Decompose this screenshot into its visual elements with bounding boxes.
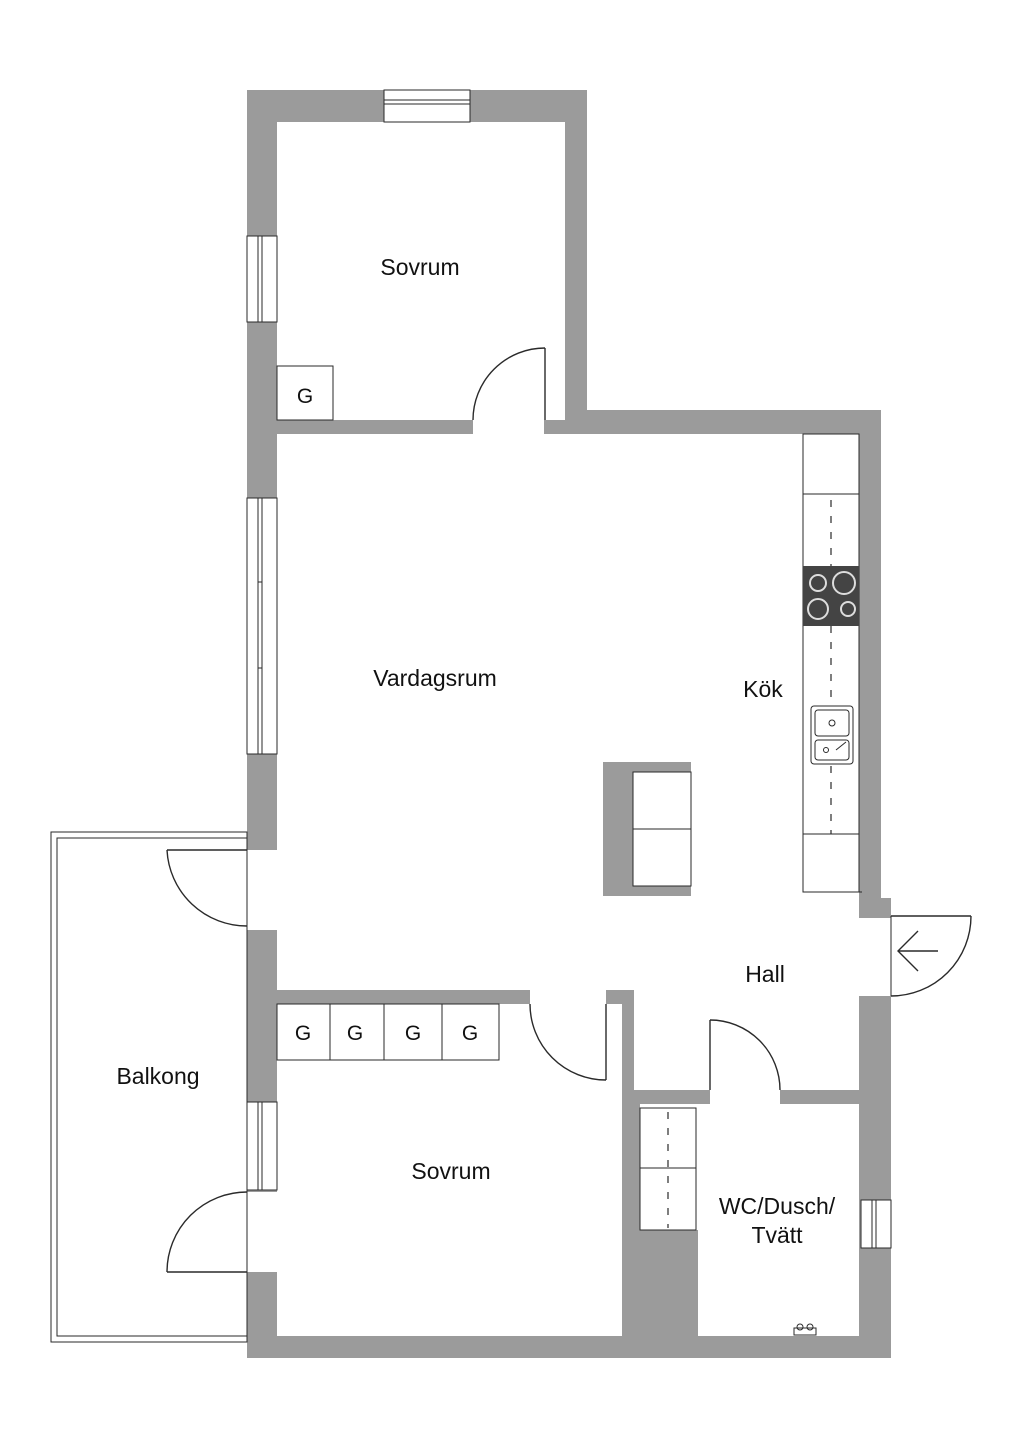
wardrobe-label: G [462,1022,478,1045]
room-label-bedroom-bottom: Sovrum [411,1158,490,1184]
stove-icon [803,566,859,626]
room-label-bedroom-top: Sovrum [380,254,459,280]
wardrobe-label: G [295,1022,311,1045]
wardrobe-label: G [347,1022,363,1045]
windows [246,89,892,1249]
room-label-balcony: Balkong [116,1063,199,1089]
room-label-bathroom-line2: Tvätt [751,1222,803,1248]
wardrobe-label: G [297,385,313,408]
entrance-arrow-icon [897,930,938,972]
wardrobe-label: G [405,1022,421,1045]
wardrobes-bottom-bedroom: G G G G [276,1003,500,1061]
doors [166,347,972,1273]
room-label-bathroom-line1: WC/Dusch/ [719,1193,836,1219]
room-label-kitchen: Kök [743,676,783,702]
room-labels: Sovrum Vardagsrum Kök Hall Balkong Sovru… [116,254,835,1248]
room-label-living: Vardagsrum [373,665,497,691]
toilet-icon [793,1323,817,1336]
kitchen-counter [802,433,862,893]
wardrobe-top-bedroom: G [276,365,334,421]
room-label-hall: Hall [745,961,785,987]
sink-icon [810,705,854,765]
bath-cabinet [639,1107,697,1231]
walls [247,90,891,1358]
kitchen-island [603,762,692,896]
balcony [50,831,248,1343]
